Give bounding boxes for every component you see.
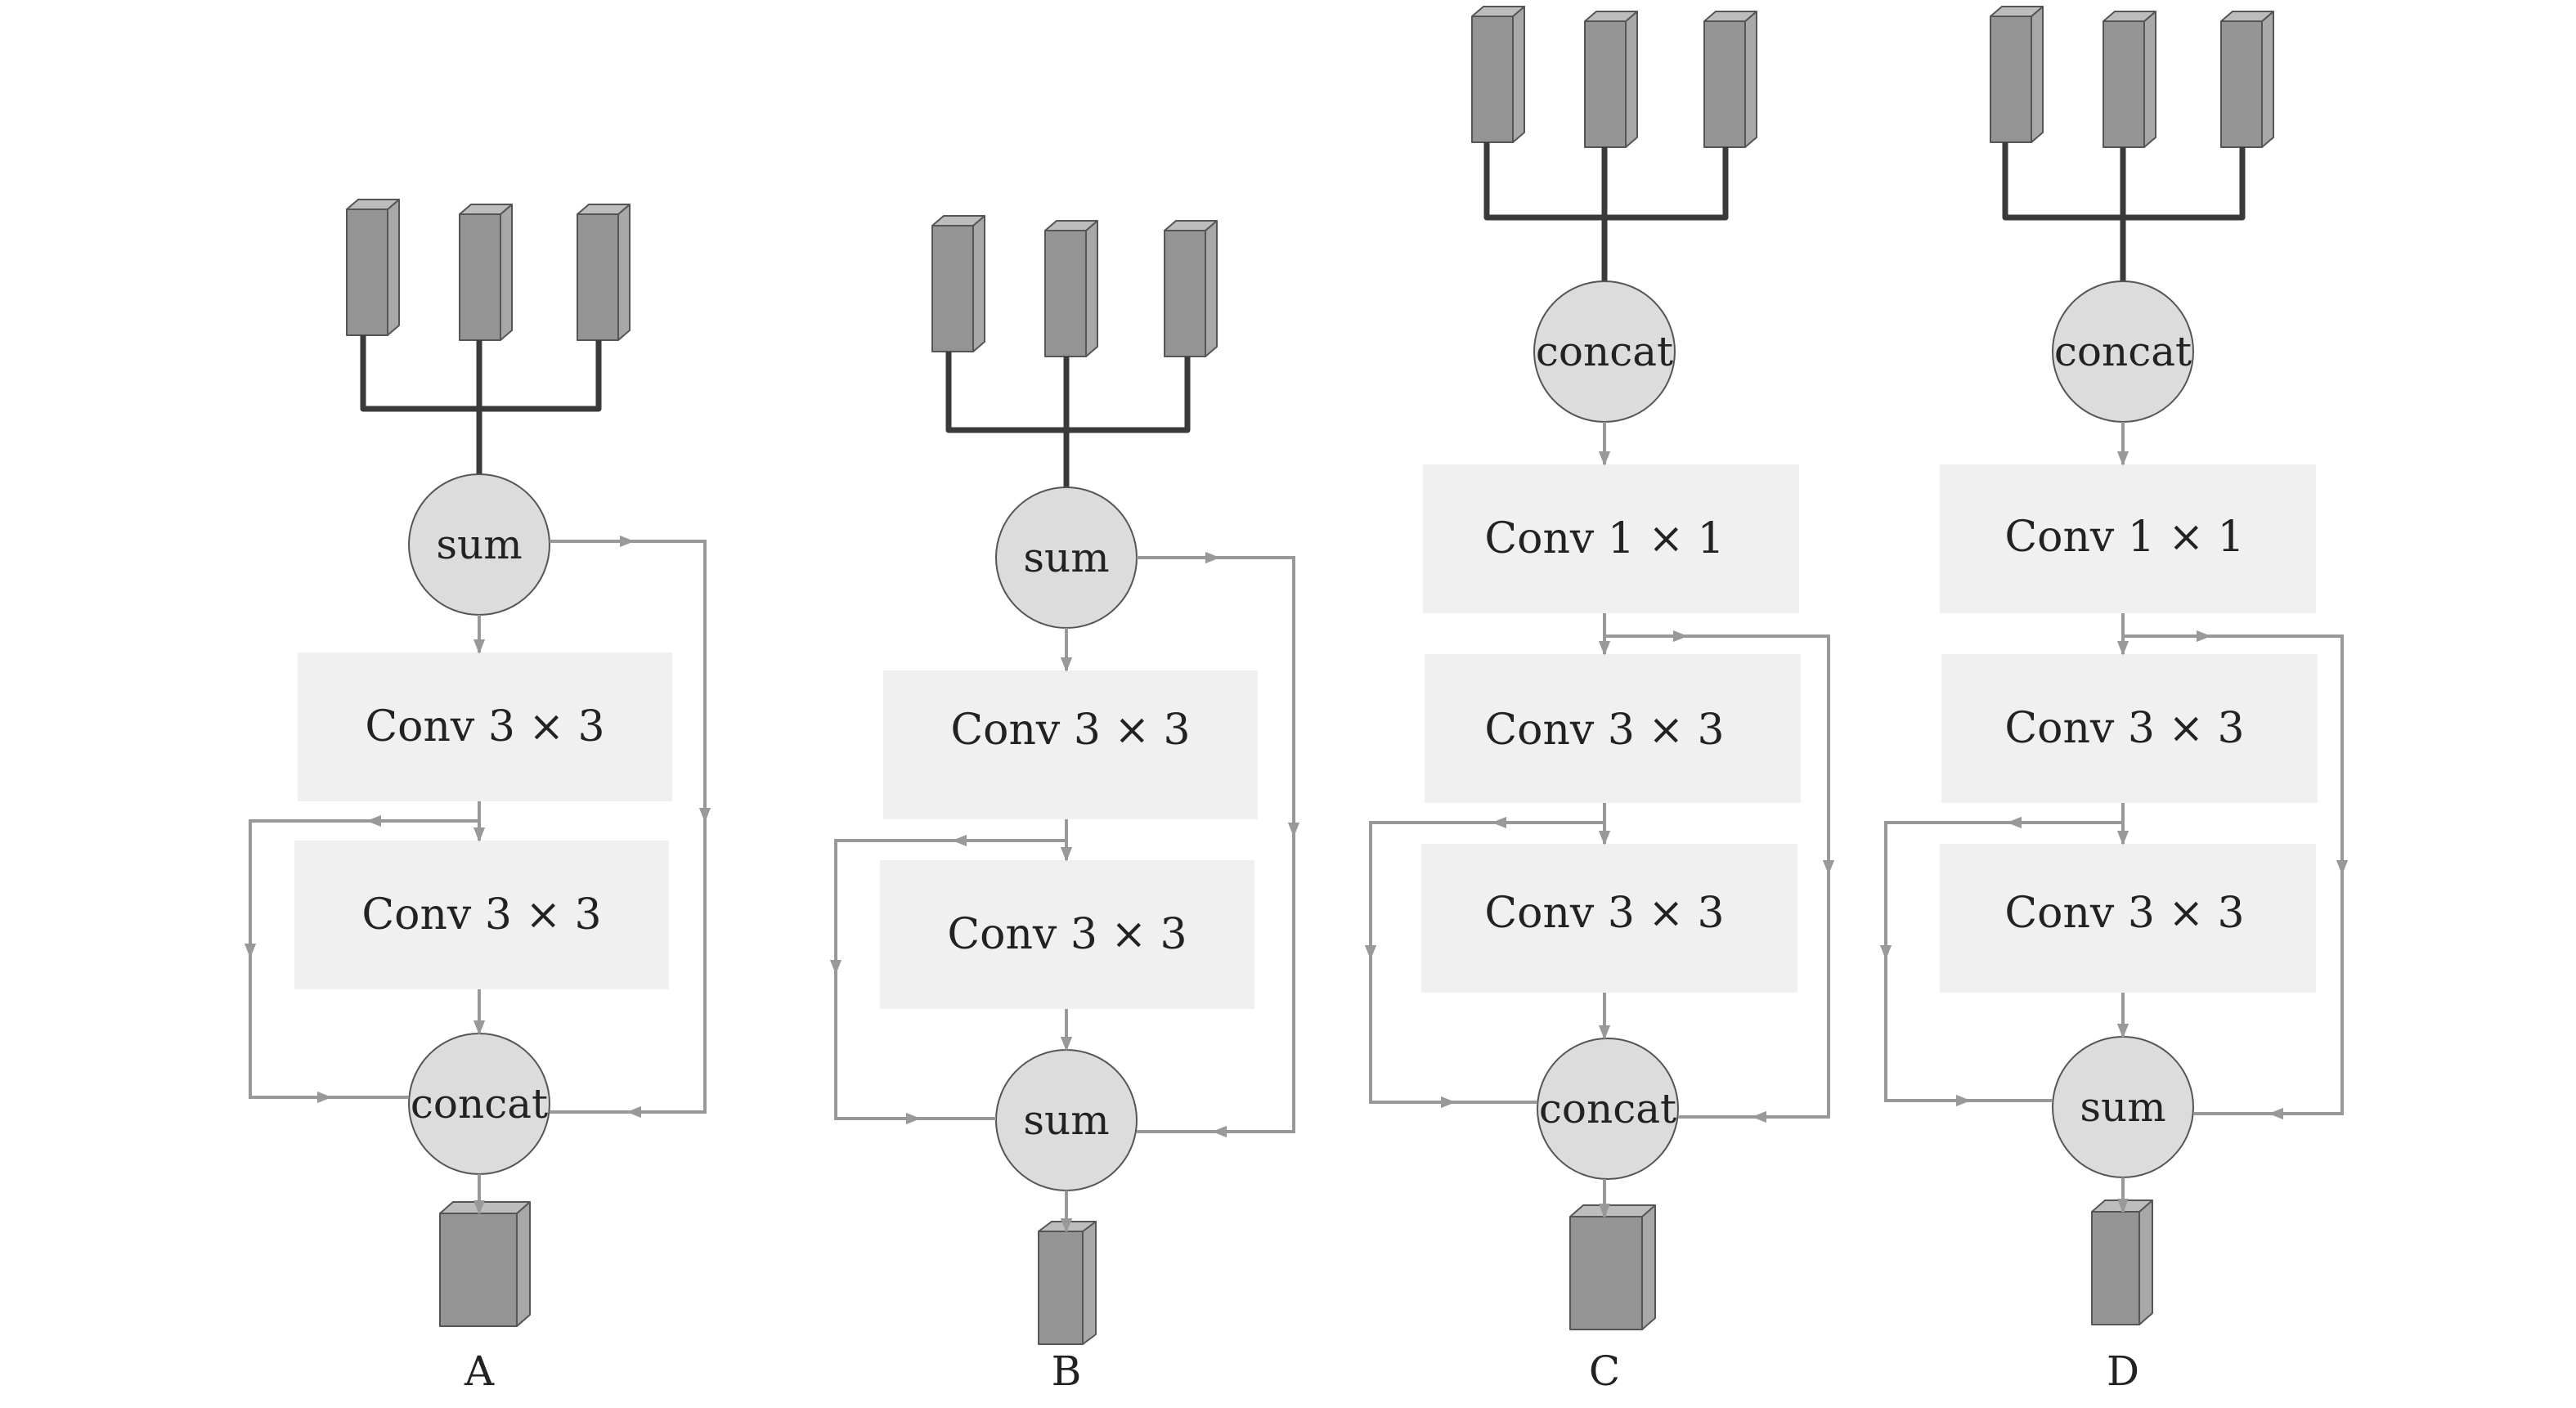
output-tensor bbox=[439, 1201, 531, 1327]
input-tensor bbox=[1471, 6, 1525, 143]
panel-label: B bbox=[1052, 1347, 1082, 1395]
input-tensor bbox=[2103, 11, 2156, 148]
input-tensor bbox=[2220, 11, 2274, 148]
input-op-node: concat bbox=[1533, 280, 1676, 423]
conv-block: Conv 3 × 3 bbox=[1940, 844, 2316, 993]
input-bus bbox=[360, 335, 602, 474]
output-op-label: sum bbox=[1023, 1096, 1109, 1144]
flow-connections bbox=[1364, 422, 1835, 1218]
flow-connections bbox=[244, 535, 711, 1215]
conv-block: Conv 3 × 3 bbox=[1421, 844, 1797, 993]
panel-label: A bbox=[464, 1347, 495, 1395]
conv-block: Conv 3 × 3 bbox=[880, 860, 1254, 1009]
input-op-label: sum bbox=[1023, 534, 1109, 581]
panel-a: sum Conv 3 × 3 Conv 3 × 3 concat bbox=[244, 199, 711, 1395]
input-tensor bbox=[1044, 220, 1098, 357]
output-op-node: concat bbox=[408, 1033, 550, 1175]
panel-label: C bbox=[1589, 1347, 1620, 1395]
input-bus bbox=[1483, 142, 1729, 281]
conv-block-label: Conv 3 × 3 bbox=[2004, 889, 2244, 938]
output-op-node: sum bbox=[995, 1049, 1138, 1191]
flow-connections bbox=[829, 551, 1300, 1233]
output-op-node: sum bbox=[2052, 1036, 2194, 1178]
conv-block-label: Conv 3 × 3 bbox=[1484, 706, 1724, 755]
flow-connections bbox=[1879, 422, 2349, 1213]
conv-block-label: Conv 3 × 3 bbox=[950, 706, 1190, 755]
output-op-label: concat bbox=[411, 1080, 548, 1128]
conv-block-label: Conv 3 × 3 bbox=[1484, 889, 1724, 938]
output-op-label: concat bbox=[1539, 1085, 1676, 1132]
input-tensor bbox=[1584, 11, 1638, 148]
input-op-label: sum bbox=[436, 521, 522, 568]
input-op-node: sum bbox=[408, 473, 550, 616]
input-tensor bbox=[577, 204, 631, 341]
conv-block-label: Conv 3 × 3 bbox=[361, 890, 601, 939]
conv-block-label: Conv 3 × 3 bbox=[2004, 704, 2244, 753]
input-tensor bbox=[346, 199, 400, 336]
input-tensor bbox=[459, 204, 513, 341]
input-tensor bbox=[1990, 6, 2044, 143]
conv-block: Conv 3 × 3 bbox=[1941, 654, 2318, 803]
input-tensor bbox=[1164, 220, 1218, 357]
conv-block: Conv 3 × 3 bbox=[298, 652, 672, 801]
panel-d: concat Conv 1 × 1 Conv 3 × 3 Conv 3 × 3 … bbox=[1879, 6, 2349, 1395]
conv-block-label: Conv 3 × 3 bbox=[947, 910, 1187, 959]
conv-block: Conv 1 × 1 bbox=[1940, 464, 2316, 613]
output-op-label: sum bbox=[2080, 1083, 2165, 1131]
panel-c: concat Conv 1 × 1 Conv 3 × 3 Conv 3 × 3 … bbox=[1364, 6, 1835, 1395]
input-op-node: concat bbox=[2052, 280, 2194, 423]
conv-block: Conv 3 × 3 bbox=[883, 670, 1258, 819]
input-tensor bbox=[1703, 11, 1757, 148]
panel-b: sum Conv 3 × 3 Conv 3 × 3 sum bbox=[829, 215, 1300, 1395]
input-tensor bbox=[931, 215, 985, 352]
output-tensor bbox=[1569, 1204, 1656, 1330]
conv-block-label: Conv 3 × 3 bbox=[365, 702, 604, 751]
input-op-label: concat bbox=[2054, 328, 2192, 375]
output-tensor bbox=[1038, 1221, 1097, 1345]
output-tensor bbox=[2091, 1199, 2153, 1325]
output-op-node: concat bbox=[1537, 1038, 1679, 1180]
input-op-label: concat bbox=[1536, 328, 1673, 375]
panel-label: D bbox=[2107, 1347, 2139, 1395]
input-bus bbox=[2002, 142, 2246, 281]
conv-block: Conv 3 × 3 bbox=[1425, 654, 1801, 803]
conv-block: Conv 1 × 1 bbox=[1423, 464, 1799, 613]
input-bus bbox=[945, 352, 1191, 487]
conv-block-label: Conv 1 × 1 bbox=[2004, 513, 2244, 562]
conv-block: Conv 3 × 3 bbox=[294, 841, 669, 989]
input-op-node: sum bbox=[995, 487, 1138, 629]
conv-block-label: Conv 1 × 1 bbox=[1484, 514, 1724, 563]
